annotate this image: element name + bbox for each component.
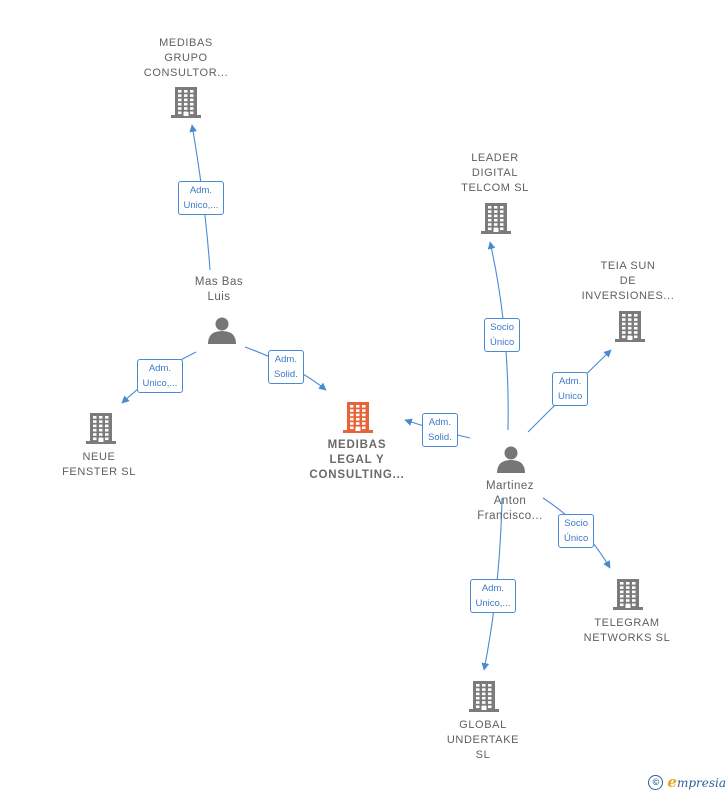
footer: © empresia [648, 773, 726, 791]
edge-label-line: Solid. [274, 369, 298, 380]
node-label-line: GLOBAL [459, 719, 507, 731]
node-label-line: MEDIBAS [327, 439, 387, 451]
edge-label-line: Adm. [274, 354, 297, 365]
node-label-line: TELEGRAM [594, 617, 660, 629]
node-label-leader-digital[interactable]: LEADER DIGITAL TELCOM SL [461, 151, 529, 196]
edge-label-line: Unico [558, 391, 583, 402]
building-icon[interactable] [86, 413, 116, 444]
node-label-line: CONSULTING... [309, 469, 405, 481]
node-label-telegram[interactable]: TELEGRAM NETWORKS SL [584, 616, 671, 646]
edge-label-line: Unico,... [142, 378, 178, 389]
node-label-line: GRUPO [164, 52, 208, 64]
node-label-line: DIGITAL [471, 167, 519, 179]
edge-label-line: Adm. [481, 583, 505, 594]
node-label-line: DE [619, 275, 637, 287]
building-icon[interactable] [469, 681, 499, 712]
edge-label-line: Único [490, 337, 515, 348]
edge-label-line: Socio [490, 322, 515, 333]
edge-label-line: Unico,... [475, 598, 511, 609]
node-label-line: Martinez [485, 480, 535, 492]
building-icon[interactable] [613, 579, 643, 610]
node-label-line: LEGAL Y [329, 454, 385, 466]
building-icon[interactable] [481, 203, 511, 234]
edge-label-mas-bas-to-medibas-legal[interactable]: Adm. Solid. [268, 350, 304, 384]
building-icon[interactable] [615, 311, 645, 342]
edge-label-martinez-to-medibas-legal[interactable]: Adm. Solid. [422, 413, 458, 447]
brand-logo[interactable]: empresia [667, 773, 726, 791]
node-label-line: FENSTER SL [62, 466, 136, 478]
edge-label-line: Solid. [428, 432, 452, 443]
building-icon[interactable] [343, 402, 373, 433]
node-label-line: TEIA SUN [600, 260, 656, 272]
node-label-line: Francisco... [477, 510, 543, 522]
node-label-line: Luis [207, 291, 231, 303]
edge-label-line: Socio [564, 518, 589, 529]
edge-label-mas-bas-to-medibas-grupo[interactable]: Adm. Unico,... [177, 181, 225, 215]
node-label-line: UNDERTAKE [446, 734, 520, 746]
person-icon[interactable] [208, 317, 236, 345]
edge-label-line: Único [564, 533, 589, 544]
node-label-line: LEADER [471, 152, 519, 164]
edge-label-line: Adm. [428, 417, 451, 428]
node-label-line: NEUE [82, 451, 116, 463]
node-label-medibas-grupo[interactable]: MEDIBAS GRUPO CONSULTOR... [144, 36, 228, 81]
copyright-icon: © [648, 774, 664, 790]
edge-label-line: Unico,... [183, 200, 219, 211]
node-label-teia-sun[interactable]: TEIA SUN DE INVERSIONES... [582, 259, 675, 304]
edge-label-line: Adm. [189, 185, 213, 196]
node-label-line: INVERSIONES... [581, 290, 675, 302]
edge-label-line: Adm. [559, 376, 582, 387]
edge-label-martinez-to-teia-sun[interactable]: Adm. Unico [552, 372, 589, 406]
node-label-line: Anton [493, 495, 527, 507]
person-icon[interactable] [497, 446, 525, 474]
node-label-global[interactable]: GLOBAL UNDERTAKE SL [447, 718, 519, 763]
icons-layer [86, 87, 645, 712]
node-label-neue-fenster[interactable]: NEUE FENSTER SL [62, 450, 136, 480]
node-label-line: CONSULTOR... [143, 67, 229, 79]
edge-label-line: Adm. [148, 363, 172, 374]
building-icon[interactable] [171, 87, 201, 118]
node-label-line: NETWORKS SL [583, 632, 671, 644]
node-label-line: SL [475, 749, 491, 761]
node-label-line: Mas Bas [194, 276, 244, 288]
edge-label-mas-bas-to-neue-fenster[interactable]: Adm. Unico,... [136, 359, 184, 393]
node-label-line: MEDIBAS [159, 37, 213, 49]
node-label-medibas-legal[interactable]: MEDIBAS LEGAL Y CONSULTING... [309, 438, 404, 483]
edge-label-martinez-to-global[interactable]: Adm. Unico,... [469, 579, 517, 613]
node-label-line: TELCOM SL [461, 182, 529, 194]
